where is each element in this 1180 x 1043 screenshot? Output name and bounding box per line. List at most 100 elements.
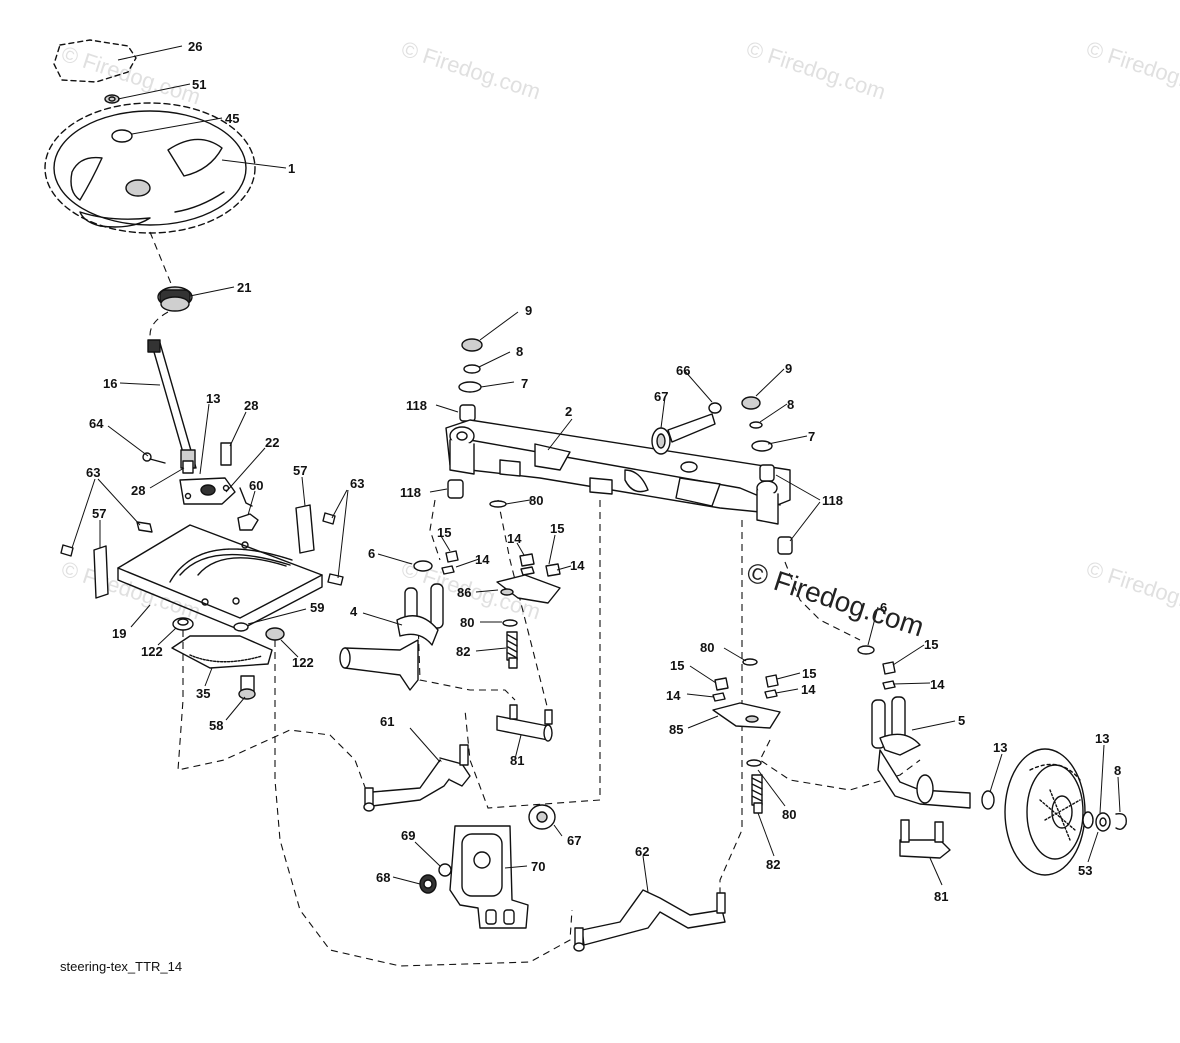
callout-14: 14: [570, 558, 585, 573]
callout-80: 80: [700, 640, 714, 655]
callout-16: 16: [103, 376, 117, 391]
callout-81: 81: [934, 889, 948, 904]
callout-15: 15: [802, 666, 816, 681]
callout-122: 122: [141, 644, 163, 659]
tie-rod-left: [496, 704, 553, 742]
callout-28: 28: [244, 398, 258, 413]
sector-gear: [171, 617, 285, 700]
watermark-faint: © Firedog.com: [398, 36, 543, 104]
callout-35: 35: [196, 686, 210, 701]
callout-60: 60: [249, 478, 263, 493]
callout-6: 6: [368, 546, 375, 561]
callout-62: 62: [635, 844, 649, 859]
callout-19: 19: [112, 626, 126, 641]
callouts: 26 51 45 1 21 16 13 28 22 64 28 60 57 63…: [86, 39, 1121, 904]
callout-80: 80: [529, 493, 543, 508]
callout-68: 68: [376, 870, 390, 885]
callout-118: 118: [406, 398, 427, 413]
callout-4: 4: [350, 604, 358, 619]
callout-9: 9: [525, 303, 532, 318]
steering-arm-right: [712, 658, 781, 814]
callout-70: 70: [531, 859, 545, 874]
callout-82: 82: [766, 857, 780, 872]
callout-66: 66: [676, 363, 690, 378]
callout-6: 6: [880, 600, 887, 615]
drawing-caption: steering-tex_TTR_14: [60, 959, 182, 974]
watermark-faint: © Firedog.com: [1083, 556, 1180, 624]
callout-122: 122: [292, 655, 314, 670]
callout-57: 57: [293, 463, 307, 478]
callout-9: 9: [785, 361, 792, 376]
drag-link: [363, 744, 471, 812]
callout-80: 80: [782, 807, 796, 822]
callout-22: 22: [265, 435, 279, 450]
spindle-left: [339, 560, 444, 691]
callout-64: 64: [89, 416, 104, 431]
callout-81: 81: [510, 753, 524, 768]
steering-shaft: [147, 311, 197, 471]
pivot-plate: [449, 825, 529, 929]
callout-8: 8: [1114, 763, 1121, 778]
callout-61: 61: [380, 714, 394, 729]
callout-15: 15: [924, 637, 938, 652]
callout-58: 58: [209, 718, 223, 733]
callout-13: 13: [1095, 731, 1109, 746]
callout-67: 67: [567, 833, 581, 848]
callout-118: 118: [400, 485, 421, 500]
tie-rod-right: [899, 819, 951, 859]
side-brackets: [60, 504, 344, 599]
leader-lines: [71, 45, 1121, 893]
callout-14: 14: [507, 531, 522, 546]
callout-8: 8: [787, 397, 794, 412]
callout-5: 5: [958, 713, 965, 728]
callout-14: 14: [666, 688, 681, 703]
callout-63: 63: [86, 465, 100, 480]
callout-2: 2: [565, 404, 572, 419]
front-wheel: [1004, 748, 1127, 876]
callout-26: 26: [188, 39, 202, 54]
callout-13: 13: [206, 391, 220, 406]
callout-8: 8: [516, 344, 523, 359]
callout-86: 86: [457, 585, 471, 600]
watermark-main: © Firedog.com: [743, 556, 928, 642]
tie-rod-long: [573, 889, 726, 952]
watermark-faint: © Firedog.com: [1083, 36, 1180, 104]
watermark-faint: © Firedog.com: [743, 36, 888, 104]
spindle-right: [857, 645, 995, 810]
idler-pulley: [528, 804, 556, 830]
callout-28: 28: [131, 483, 145, 498]
axle-top-parts-left: [447, 338, 483, 499]
callout-67: 67: [654, 389, 668, 404]
callout-82: 82: [456, 644, 470, 659]
callout-63: 63: [350, 476, 364, 491]
callout-7: 7: [521, 376, 528, 391]
callout-13: 13: [993, 740, 1007, 755]
callout-15: 15: [670, 658, 684, 673]
callout-21: 21: [237, 280, 251, 295]
steering-wheel: [44, 102, 256, 234]
callout-7: 7: [808, 429, 815, 444]
callout-80: 80: [460, 615, 474, 630]
steering-wheel-cover: [53, 39, 137, 83]
callout-1: 1: [288, 161, 295, 176]
callout-57: 57: [92, 506, 106, 521]
steering-plate: [117, 487, 323, 631]
callout-59: 59: [310, 600, 324, 615]
callout-45: 45: [225, 111, 239, 126]
steering-wheel-nut: [104, 94, 120, 104]
steering-shaft-adapter: [149, 231, 193, 312]
callout-15: 15: [550, 521, 564, 536]
connection-lines: [177, 499, 921, 967]
front-axle: [445, 419, 791, 525]
callout-14: 14: [475, 552, 490, 567]
callout-85: 85: [669, 722, 683, 737]
callout-51: 51: [192, 77, 206, 92]
callout-118: 118: [822, 493, 843, 508]
callout-69: 69: [401, 828, 415, 843]
callout-14: 14: [801, 682, 816, 697]
steering-arm-left: [441, 500, 561, 669]
callout-14: 14: [930, 677, 945, 692]
bolt-and-washer: [419, 863, 452, 894]
callout-15: 15: [437, 525, 451, 540]
